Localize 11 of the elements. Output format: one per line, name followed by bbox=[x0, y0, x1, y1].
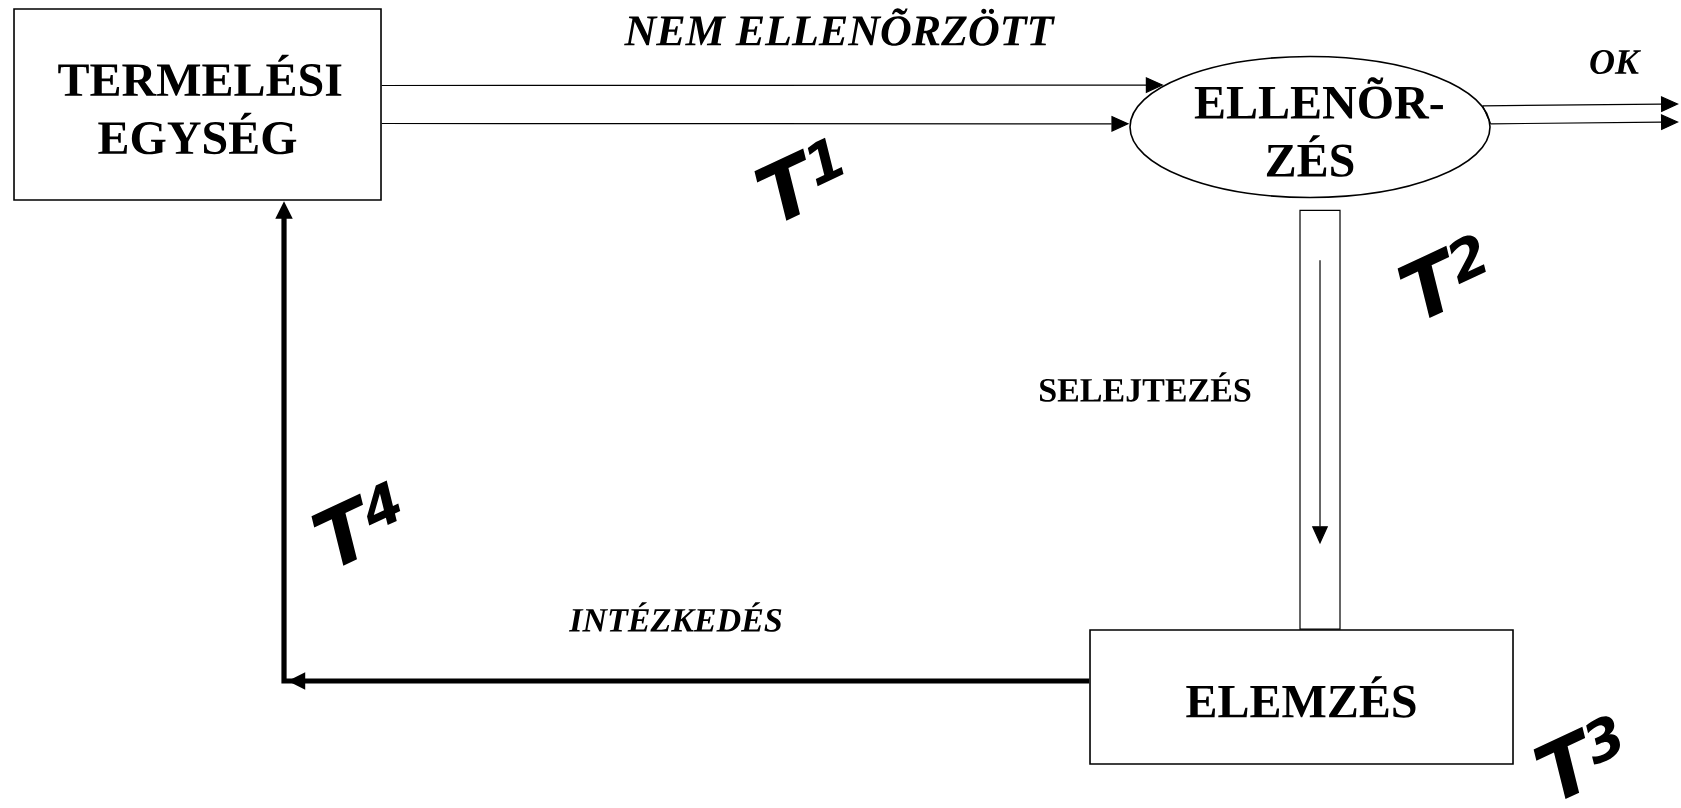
station-label: T$^{4}$ bbox=[311, 480, 401, 566]
process-box: ELEMZÉS bbox=[1089, 629, 1514, 765]
station-label: T$^{1}$ bbox=[754, 137, 844, 221]
station-label: T$^{2}$ bbox=[1397, 235, 1486, 319]
process-box: TERMELÉSI EGYSÉG bbox=[13, 8, 382, 201]
edge-label: SELEJTEZÉS bbox=[1036, 370, 1254, 404]
station-label: T$^{3}$ bbox=[1533, 716, 1620, 800]
edge-label: OK bbox=[1587, 47, 1642, 77]
edge-label: INTÉZKEDÉS bbox=[567, 600, 785, 634]
edge-label: NEM ELLENÕRZÖTT bbox=[622, 6, 1056, 48]
channel-arrow bbox=[1299, 209, 1341, 630]
